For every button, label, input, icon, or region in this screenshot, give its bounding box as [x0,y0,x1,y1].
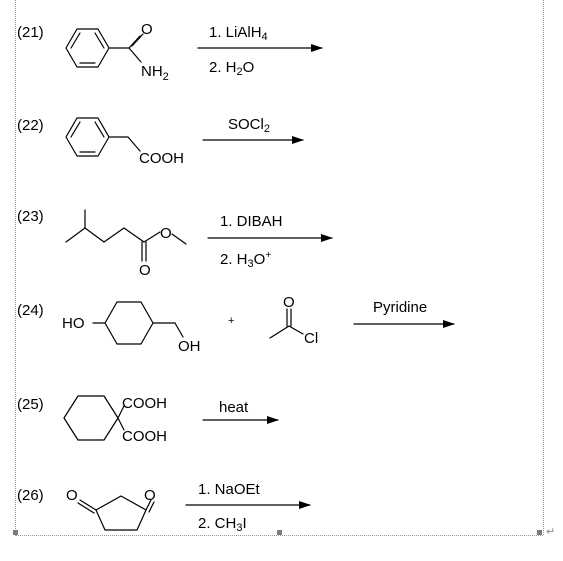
problem-label-21: (21) [17,24,44,41]
molecule-25-diacid [63,395,125,441]
bottom-margin-guide [15,535,543,536]
right-margin-guide [543,0,544,535]
paragraph-mark: ↵ [546,526,556,538]
reagent-26-line1: 1. NaOEt [198,481,260,498]
reagent-24-line1: Pyridine [373,299,428,316]
atom-23-carbonyl-oxygen: O [139,262,151,279]
atom-21-nh: NH2 [141,63,169,83]
group-24-oh: OH [178,338,201,355]
group-24-ho: HO [62,315,85,332]
group-22-cooh: COOH [139,150,184,167]
molecule-23-ester [65,209,187,262]
molecule-21-benzamide [65,28,144,68]
reagent-23-line1: 1. DIBAH [220,213,283,230]
problem-label-23: (23) [17,208,44,225]
reagent-23-line2: 2. H3O+ [220,250,272,270]
reagent-26-line2: 2. CH3I [198,515,247,535]
reagent-25-line1: heat [219,399,249,416]
resize-handle-left[interactable] [13,530,18,535]
resize-handle-right[interactable] [537,530,542,535]
molecule-24-diol [92,301,184,345]
atom-26-oxygen-right: O [144,487,156,504]
plus-sign-24: + [228,315,234,327]
atom-24-oxygen: O [283,294,295,311]
group-25-cooh-lower: COOH [122,428,167,445]
problem-label-22: (22) [17,117,44,134]
atom-24-chlorine: Cl [304,330,318,347]
atom-26-oxygen-left: O [66,487,78,504]
reagent-22-line1: SOCl2 [228,116,270,136]
problem-label-25: (25) [17,396,44,413]
atom-21-oxygen: O [141,21,153,38]
problem-label-24: (24) [17,302,44,319]
atom-23-ether-oxygen: O [160,225,172,242]
left-margin-guide [15,0,16,535]
resize-handle-middle[interactable] [277,530,282,535]
molecule-26-dione [77,495,155,531]
molecule-24-acetyl-chloride [269,308,304,339]
molecule-22-phenylacetic-acid [65,117,141,157]
reagent-21-line2: 2. H2O [209,59,255,79]
reagent-21-line1: 1. LiAlH4 [209,24,268,44]
group-25-cooh-upper: COOH [122,395,167,412]
problem-label-26: (26) [17,487,44,504]
